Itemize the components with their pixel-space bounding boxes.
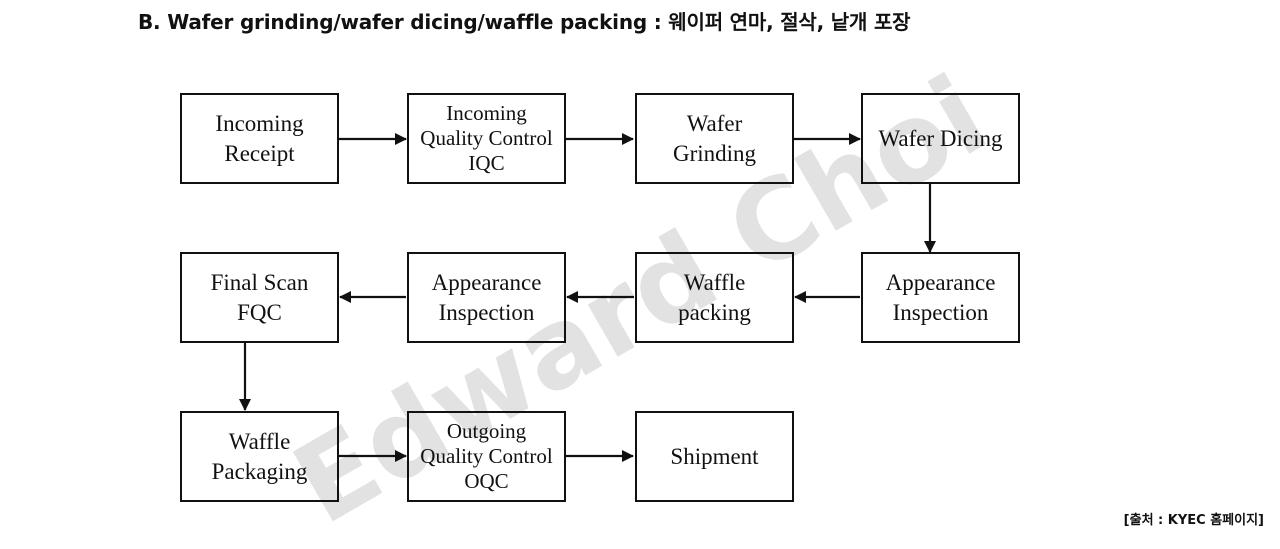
node-shipment: Shipment [635,411,794,502]
node-incoming-receipt: Incoming Receipt [180,93,339,184]
source-credit: [출처 : KYEC 홈페이지] [1123,513,1264,528]
node-wafer-grinding: Wafer Grinding [635,93,794,184]
node-appearance-inspection-1: Appearance Inspection [861,252,1020,343]
node-waffle-packing: Waffle packing [635,252,794,343]
node-final-scan-fqc: Final Scan FQC [180,252,339,343]
flow-arrows [239,133,936,462]
node-waffle-packaging: Waffle Packaging [180,411,339,502]
node-appearance-inspection-2: Appearance Inspection [407,252,566,343]
node-oqc: Outgoing Quality Control OQC [407,411,566,502]
node-wafer-dicing: Wafer Dicing [861,93,1020,184]
node-iqc: Incoming Quality Control IQC [407,93,566,184]
diagram-title: B. Wafer grinding/wafer dicing/waffle pa… [138,10,911,34]
